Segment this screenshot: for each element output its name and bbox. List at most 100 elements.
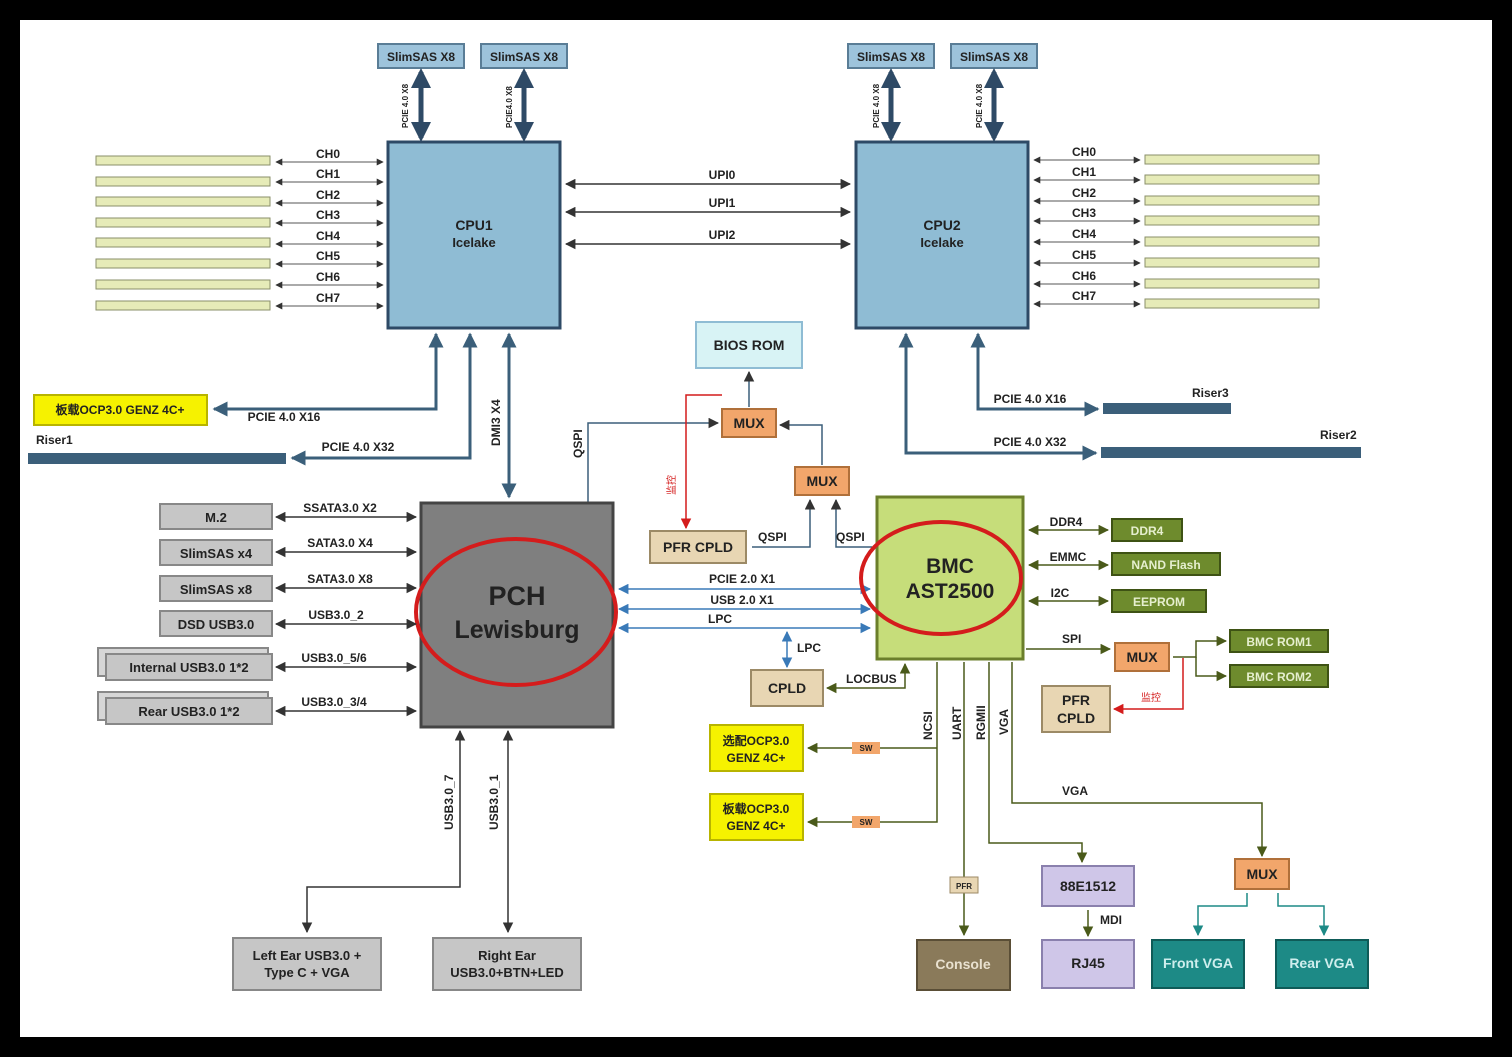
diagram-shape	[95, 237, 271, 248]
diagram-label: CH2	[316, 188, 340, 202]
monitor-label: 监控	[1141, 691, 1161, 704]
bmc-right-devices: DDR4 DDR4 EMMC NAND Flash I2C EEPROM SPI…	[1026, 515, 1329, 733]
diagram-shape	[1144, 298, 1320, 309]
dimm-row: CH3	[95, 208, 384, 228]
diagram-label: EEPROM	[1133, 595, 1185, 609]
slimsas-box	[480, 43, 568, 69]
diagram-label: SATA3.0 X8	[307, 572, 373, 586]
slimsas-box	[847, 43, 935, 69]
dmi-label: DMI3 X4	[489, 399, 503, 446]
diagram-label: CH0	[316, 147, 340, 161]
mux-box	[794, 466, 850, 496]
diagram-label: USB3.0_7	[442, 774, 456, 830]
slimsas-label: SlimSAS X8	[960, 50, 1028, 64]
pcie-x16-left-label: PCIE 4.0 X16	[248, 410, 321, 424]
qspi-label: QSPI	[571, 429, 585, 458]
pch-block: PCH Lewisburg	[414, 501, 618, 729]
left-ear-box	[232, 937, 382, 991]
dimm-row: CH7	[1033, 289, 1320, 309]
diagram-shape	[1144, 154, 1320, 165]
cpu1-block: CPU1 Icelake	[386, 140, 562, 330]
mux-label: MUX	[806, 473, 838, 489]
dimm-row: CH0	[1033, 145, 1320, 165]
diagram-shape	[1144, 215, 1320, 226]
bmc-downstream: NCSI UART RGMII VGA SW SW 选配OCP3.0 GENZ …	[709, 662, 1369, 991]
bmc-title: BMC	[926, 555, 974, 578]
diagram-label: CH7	[1072, 289, 1096, 303]
cpld-label: CPLD	[768, 680, 806, 696]
diagram-label: SSATA3.0 X2	[303, 501, 377, 515]
dimm-row: CH3	[1033, 206, 1320, 226]
dimm-row: CH6	[1033, 269, 1320, 289]
diagram-label: 88E1512	[1060, 878, 1116, 894]
front-vga-box	[1151, 939, 1245, 989]
diagram-label: GENZ 4C+	[726, 819, 785, 833]
diagram-label: PFR	[956, 882, 972, 891]
diagram-label: USB3.0+BTN+LED	[450, 965, 563, 980]
dimm-row: CH5	[1033, 248, 1320, 268]
slimsas-box	[950, 43, 1038, 69]
slimsas-label: SlimSAS X8	[857, 50, 925, 64]
diagram-label: Internal USB3.0 1*2	[129, 660, 248, 675]
nand-flash-box	[1111, 552, 1221, 576]
dimm-row: CH2	[95, 188, 384, 207]
diagram-label: CH1	[316, 167, 340, 181]
diagram-shape	[1144, 195, 1320, 206]
diagram-label: CH7	[316, 291, 340, 305]
bios-rom-box	[695, 321, 803, 369]
mdi-label: MDI	[1100, 913, 1122, 927]
pch-title: PCH	[488, 581, 545, 611]
cpu1-subtitle: Icelake	[452, 235, 495, 250]
diagram-label: Rear USB3.0 1*2	[138, 704, 239, 719]
pcie-x32-left-label: PCIE 4.0 X32	[322, 440, 395, 454]
diagram-label: Left Ear USB3.0 +	[253, 948, 362, 963]
pfr-cpld-label: PFR CPLD	[663, 539, 733, 555]
pfr-cpld-2-box	[1041, 685, 1111, 733]
diagram-label: NCSI	[921, 711, 935, 740]
pfr-small-box	[949, 876, 979, 894]
upi-label: UPI2	[709, 228, 736, 242]
diagram-label: CH6	[316, 270, 340, 284]
diagram-label: USB3.0_2	[308, 608, 364, 622]
bmc-rom1-box	[1229, 629, 1329, 653]
ocp-onboard-top-box	[33, 394, 208, 426]
pcie-vertical-label: PCIE4.0 X8	[505, 86, 514, 128]
slimsas-top-group: SlimSAS X8 SlimSAS X8 SlimSAS X8 SlimSAS…	[377, 43, 1038, 142]
pcie-vertical-label: PCIE 4.0 X8	[975, 83, 984, 128]
ocp-onboard-top-label: 板载OCP3.0 GENZ 4C+	[55, 402, 184, 417]
sw-box	[852, 742, 880, 754]
diagram-shape	[1144, 174, 1320, 185]
diagram-shape	[419, 501, 615, 729]
diagram-label: MUX	[1126, 649, 1158, 665]
diagram-label: LPC	[708, 612, 732, 626]
diagram-label: PCIE 2.0 X1	[709, 572, 775, 586]
qspi-small-label: QSPI	[836, 530, 865, 544]
diagram-label: 选配OCP3.0	[723, 733, 790, 748]
diagram-label: UART	[950, 706, 964, 740]
ddr4-box	[1111, 518, 1183, 542]
phy-box	[1041, 865, 1135, 907]
diagram-label: Right Ear	[478, 948, 536, 963]
cpu2-pcie-links: Riser3 PCIE 4.0 X16 Riser2 PCIE 4.0 X32	[898, 332, 1361, 461]
diagram-shape	[1144, 236, 1320, 247]
diagram-shape	[159, 503, 273, 530]
pcie-x32-right-label: PCIE 4.0 X32	[994, 435, 1067, 449]
riser3-label: Riser3	[1192, 386, 1229, 400]
pcie-vertical-label: PCIE 4.0 X8	[401, 83, 410, 128]
diagram-shape	[1144, 278, 1320, 289]
diagram-shape	[105, 653, 273, 681]
ocp-optional-box	[709, 724, 804, 772]
diagram-label: USB3.0_5/6	[301, 651, 367, 665]
riser1-slot	[28, 453, 286, 464]
bios-rom-label: BIOS ROM	[714, 337, 785, 353]
diagram-label: RGMII	[974, 705, 988, 740]
usb-device-row: Rear USB3.0 1*2 USB3.0_3/4	[97, 691, 418, 725]
lpc-label: LPC	[797, 641, 821, 655]
diagram-label: Rear VGA	[1289, 955, 1354, 971]
diagram-label: USB3.0_3/4	[301, 695, 367, 709]
bmc-rom2-box	[1229, 664, 1329, 688]
usb-device-row: DSD USB3.0 USB3.0_2	[159, 608, 418, 637]
diagram-label: SATA3.0 X4	[307, 536, 373, 550]
diagram-shape	[95, 258, 271, 269]
